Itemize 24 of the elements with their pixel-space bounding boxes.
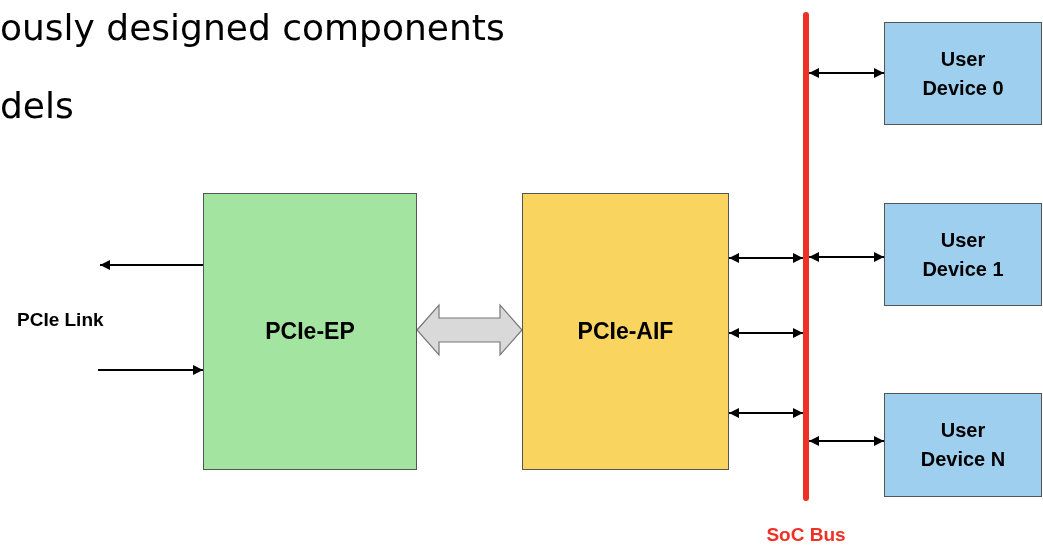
bus-label: SoC Bus	[766, 523, 846, 547]
node-label: User Device 1	[921, 227, 1005, 282]
node-label: User Device 0	[921, 46, 1005, 101]
slide-text: ously designed components	[0, 6, 505, 50]
process-box	[203, 193, 417, 470]
device-box	[884, 393, 1042, 497]
arrow	[808, 68, 885, 78]
bus-bar	[803, 12, 809, 501]
arrow	[808, 252, 885, 262]
slide-text: dels	[0, 84, 74, 128]
arrow	[728, 408, 804, 418]
arrow	[728, 253, 804, 263]
arrow	[808, 436, 885, 446]
arrow	[97, 365, 204, 375]
arrow	[728, 328, 804, 338]
node-label: User Device N	[919, 418, 1007, 472]
block-arrow	[416, 303, 523, 357]
node-label: PCIe-AIF	[577, 317, 674, 347]
device-box	[884, 22, 1042, 125]
node-label: PCIe-EP	[265, 317, 355, 347]
link-label: PCIe Link	[17, 308, 104, 332]
arrow	[99, 260, 204, 270]
process-box	[522, 193, 729, 470]
device-box	[884, 203, 1042, 306]
